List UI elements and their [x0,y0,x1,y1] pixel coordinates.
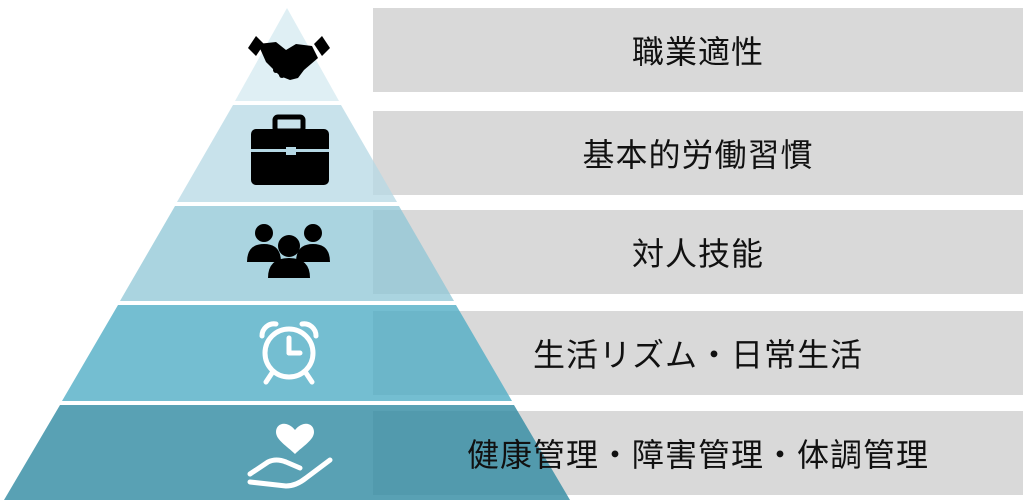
level-label-3: 対人技能 [631,235,764,273]
label-bar-3 [373,210,1023,294]
alarm-clock-icon [259,321,319,385]
people-group-icon [247,224,330,278]
level-label-1: 職業適性 [631,33,764,71]
level-label-2: 基本的労働習慣 [582,136,814,174]
handshake-icon [248,36,330,80]
level-label-5: 健康管理・障害管理・体調管理 [466,436,929,474]
label-bar-2 [373,111,1023,195]
briefcase-icon [251,114,329,185]
level-label-4: 生活リズム・日常生活 [532,336,863,374]
heart-in-hand-icon [247,423,333,489]
label-bar-1 [373,8,1023,92]
pyramid-layer-5 [4,405,570,500]
